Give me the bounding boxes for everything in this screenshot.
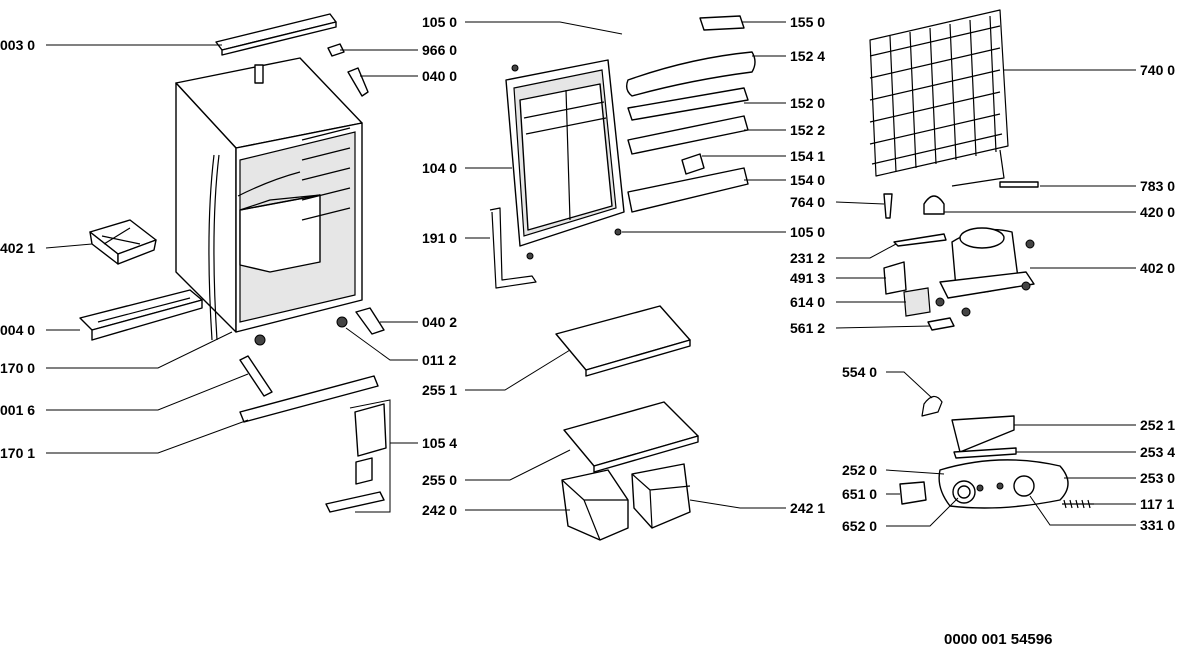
drip-tray-drawing: [89, 219, 157, 265]
label-040-2: 040 2: [422, 314, 457, 330]
bottom-rail-drawing: [79, 289, 203, 341]
label-152-4: 152 4: [790, 48, 825, 64]
label-331-0: 331 0: [1140, 517, 1175, 533]
label-554-0: 554 0: [842, 364, 877, 380]
door-gasket-drawing: [489, 207, 537, 289]
label-764-0: 764 0: [790, 194, 825, 210]
door-shelves-drawing: [625, 15, 756, 213]
label-191-0: 191 0: [422, 230, 457, 246]
label-242-1: 242 1: [790, 500, 825, 516]
label-420-0: 420 0: [1140, 204, 1175, 220]
label-040-0: 040 0: [422, 68, 457, 84]
glass-shelves-drawing: [555, 305, 699, 473]
label-614-0: 614 0: [790, 294, 825, 310]
label-255-0: 255 0: [422, 472, 457, 488]
label-651-0: 651 0: [842, 486, 877, 502]
label-001-6: 001 6: [0, 402, 35, 418]
condenser-drawing: [869, 9, 1009, 187]
label-255-1: 255 1: [422, 382, 457, 398]
label-252-0: 252 0: [842, 462, 877, 478]
label-105-4: 105 4: [422, 435, 457, 451]
label-783-0: 783 0: [1140, 178, 1175, 194]
label-242-0: 242 0: [422, 502, 457, 518]
part-labels: 003 0 402 1 004 0 170 0 001 6 170 1 966 …: [0, 14, 1175, 534]
label-104-0: 104 0: [422, 160, 457, 176]
label-117-1: 117 1: [1140, 496, 1174, 512]
hinge-parts-drawing: [327, 43, 385, 335]
label-011-2: 011 2: [422, 352, 456, 368]
document-number: 0000 001 54596: [944, 631, 1052, 647]
label-402-0: 402 0: [1140, 260, 1175, 276]
label-491-3: 491 3: [790, 270, 825, 286]
label-004-0: 004 0: [0, 322, 35, 338]
label-252-1: 252 1: [1140, 417, 1175, 433]
label-155-0: 155 0: [790, 14, 825, 30]
label-154-1: 154 1: [790, 148, 825, 164]
label-253-4: 253 4: [1140, 444, 1175, 460]
label-652-0: 652 0: [842, 518, 877, 534]
bracket-drawing: [239, 355, 273, 397]
label-561-2: 561 2: [790, 320, 825, 336]
leader-lines: [45, 21, 1136, 527]
label-253-0: 253 0: [1140, 470, 1175, 486]
thermostat-housing-drawing: [899, 395, 1094, 509]
label-231-2: 231 2: [790, 250, 825, 266]
label-966-0: 966 0: [422, 42, 457, 58]
compressor-group-drawing: [883, 181, 1039, 331]
label-152-2: 152 2: [790, 122, 825, 138]
top-cover-drawing: [215, 13, 337, 56]
label-170-1: 170 1: [0, 445, 35, 461]
cabinet-drawing: [175, 57, 363, 346]
label-154-0: 154 0: [790, 172, 825, 188]
door-drawing: [505, 59, 625, 260]
label-402-1: 402 1: [0, 240, 35, 256]
front-strip-drawing: [239, 375, 379, 423]
label-003-0: 003 0: [0, 37, 35, 53]
label-105-0-bottom: 105 0: [790, 224, 825, 240]
label-170-0: 170 0: [0, 360, 35, 376]
label-740-0: 740 0: [1140, 62, 1175, 78]
label-152-0: 152 0: [790, 95, 825, 111]
small-parts-set-drawing: [325, 399, 391, 513]
crisper-drawers-drawing: [561, 463, 691, 541]
label-105-0-top: 105 0: [422, 14, 457, 30]
